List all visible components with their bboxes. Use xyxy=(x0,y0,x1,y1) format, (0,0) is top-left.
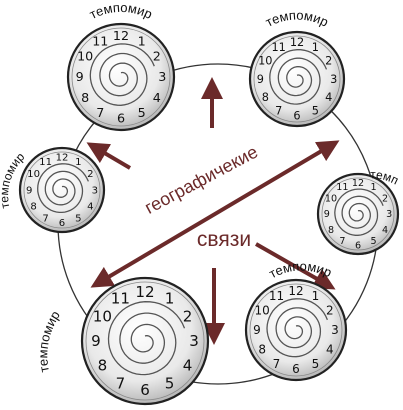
clock-numeral: 8 xyxy=(98,357,108,375)
clock-numeral: 10 xyxy=(27,169,40,180)
clock-numeral: 2 xyxy=(326,304,334,318)
clock-numeral: 8 xyxy=(81,90,89,105)
clock-numeral: 7 xyxy=(339,236,345,247)
clock-numeral: 7 xyxy=(116,375,126,393)
clock-numeral: 6 xyxy=(292,362,300,376)
clock-numeral: 9 xyxy=(253,323,261,337)
clock-numeral: 11 xyxy=(92,33,108,48)
clock-numeral: 9 xyxy=(26,185,32,196)
clock-numeral: 7 xyxy=(96,105,104,120)
clock-numeral: 9 xyxy=(91,332,101,350)
clock-numeral: 11 xyxy=(336,182,348,193)
clock-numeral: 11 xyxy=(39,157,52,168)
clock-numeral: 9 xyxy=(324,209,330,220)
clock-label-top-left: темпомир xyxy=(87,0,155,22)
clock-numeral: 9 xyxy=(76,69,84,84)
clock-numeral: 10 xyxy=(325,194,337,205)
clock-numeral: 6 xyxy=(59,218,65,229)
clock-numeral: 6 xyxy=(117,111,125,126)
clock-numeral: 3 xyxy=(330,73,337,86)
clock-numeral: 8 xyxy=(262,91,269,104)
clock-numeral: 4 xyxy=(87,202,93,213)
clock-numeral: 1 xyxy=(371,182,377,193)
arrow-upper-left xyxy=(96,148,130,168)
clock-numeral: 4 xyxy=(153,90,161,105)
clock-numeral: 10 xyxy=(255,304,270,318)
clock-numeral: 11 xyxy=(272,41,286,54)
clock-numeral: 4 xyxy=(326,343,334,357)
clock-numeral: 9 xyxy=(257,73,264,86)
clock-numeral: 8 xyxy=(30,202,36,213)
clock-numeral: 12 xyxy=(135,283,154,301)
clock-numeral: 5 xyxy=(312,105,319,118)
clock-numeral: 3 xyxy=(158,69,166,84)
clock-numeral: 2 xyxy=(153,49,161,64)
clock-numeral: 3 xyxy=(92,185,98,196)
clock-numeral: 3 xyxy=(386,209,392,220)
clock-numeral: 10 xyxy=(77,49,93,64)
clock-numeral: 1 xyxy=(165,290,175,308)
clock-numeral: 12 xyxy=(288,284,303,298)
clock-numeral: 2 xyxy=(325,54,332,67)
clock-label-bottom-right: темпомир xyxy=(266,259,334,282)
clock-numeral: 7 xyxy=(273,357,281,371)
clock-numeral: 2 xyxy=(87,169,93,180)
clock-numeral: 12 xyxy=(352,178,364,189)
clock-numeral: 5 xyxy=(312,357,320,371)
clock-numeral: 2 xyxy=(183,308,193,326)
clock-numeral: 1 xyxy=(312,289,320,303)
clock-numeral: 5 xyxy=(75,214,81,225)
clock-numeral: 10 xyxy=(93,308,112,326)
clock-numeral: 6 xyxy=(293,109,300,122)
label-connections: связи xyxy=(197,228,251,251)
clock-numeral: 2 xyxy=(382,194,388,205)
clock-numeral: 5 xyxy=(371,236,377,247)
clock-label-top-right: темпомир xyxy=(263,8,331,30)
clock-numeral: 12 xyxy=(113,28,129,43)
clock-numeral: 6 xyxy=(355,240,361,251)
clock-numeral: 5 xyxy=(165,375,175,393)
clock-numeral: 6 xyxy=(140,381,150,399)
clock-numeral: 7 xyxy=(42,214,48,225)
clock-numeral: 11 xyxy=(269,289,284,303)
clock-numeral: 1 xyxy=(312,41,319,54)
clock-label-bottom-left: темпомир xyxy=(35,308,63,374)
clock-numeral: 12 xyxy=(290,36,304,49)
clock-numeral: 4 xyxy=(325,91,332,104)
clock-numeral: 8 xyxy=(258,343,266,357)
clock-numeral: 4 xyxy=(183,357,193,375)
clock-numeral: 12 xyxy=(56,153,69,164)
label-geographic: географичекие xyxy=(141,142,261,218)
clock-numeral: 7 xyxy=(275,105,282,118)
clock-numeral: 8 xyxy=(328,225,334,236)
clock-numeral: 1 xyxy=(138,33,146,48)
clock-numeral: 3 xyxy=(331,323,339,337)
clock-numeral: 10 xyxy=(258,54,272,67)
clock-numeral: 1 xyxy=(75,157,81,168)
clock-numeral: 3 xyxy=(189,332,199,350)
clock-numeral: 5 xyxy=(138,105,146,120)
clock-numeral: 11 xyxy=(111,290,130,308)
clock-numeral: 4 xyxy=(382,225,388,236)
